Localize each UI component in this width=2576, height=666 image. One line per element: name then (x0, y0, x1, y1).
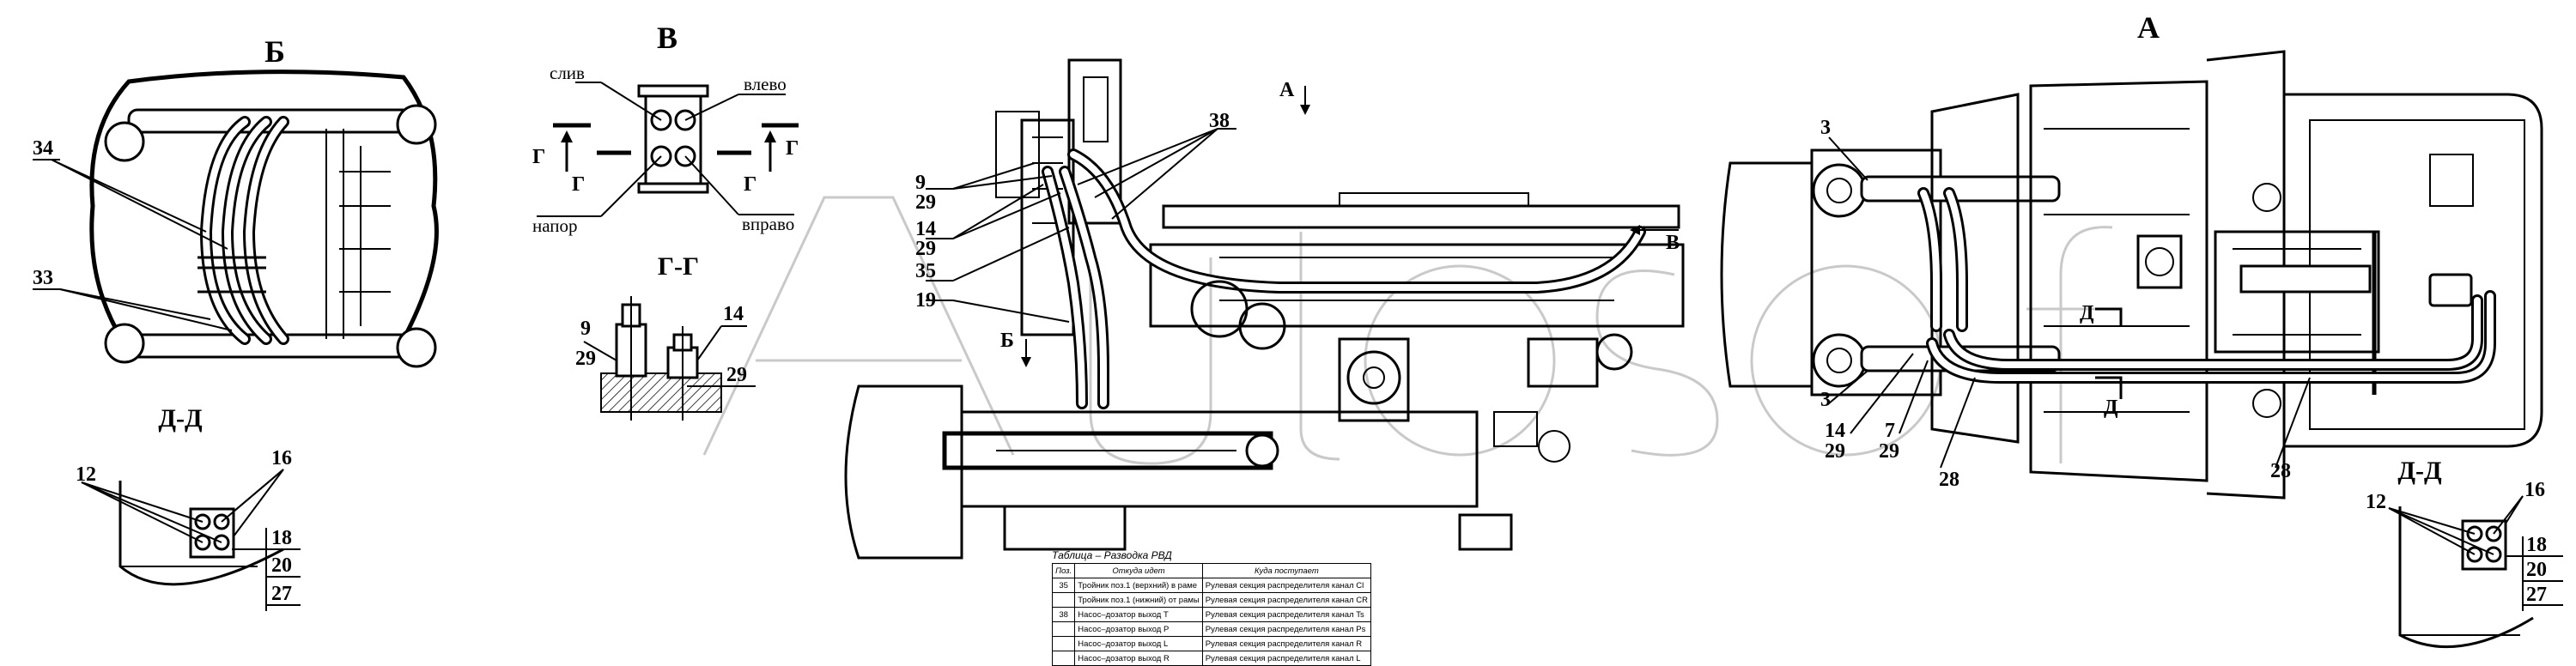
cell-from: Тройник поз.1 (верхний) в раме (1074, 578, 1203, 593)
view-title-v: В (657, 21, 677, 55)
callout-18-right: 18 (2526, 534, 2547, 556)
callout-29-a-1: 29 (1825, 440, 1845, 463)
callout-18-left: 18 (271, 527, 292, 549)
marker-d-bottom: Д (2104, 397, 2118, 419)
table-caption: Таблица – Разводка РВД (1052, 549, 1172, 561)
arrow-a (1300, 86, 1310, 115)
section-mark-g-4: Г (786, 137, 799, 160)
col-header-from: Откуда идет (1074, 563, 1203, 578)
cell-from: Насос–дозатор выход L (1074, 636, 1203, 651)
cell-pos: 35 (1051, 578, 1076, 593)
cell-pos (1051, 592, 1076, 608)
callout-28-a-1: 28 (1939, 469, 1959, 491)
callout-35: 35 (915, 260, 936, 282)
cell-to: Рулевая секция распределителя канал L (1201, 651, 1372, 666)
callout-12-left: 12 (76, 463, 96, 486)
callout-7-a: 7 (1885, 420, 1895, 442)
cell-to: Рулевая секция распределителя канал R (1201, 636, 1372, 651)
table-row: Насос–дозатор выход L Рулевая секция рас… (1051, 636, 1372, 651)
cell-from: Насос–дозатор выход P (1074, 621, 1203, 637)
arrow-v (1630, 225, 1679, 235)
callout-9-center: 9 (915, 172, 926, 194)
callouts-center (926, 128, 1236, 323)
section-dd-right (2388, 495, 2563, 649)
valve-block-v (537, 82, 799, 217)
callout-33-b: 33 (33, 267, 53, 289)
label-pressure: напор (532, 215, 578, 236)
marker-a-arrow: А (1279, 79, 1295, 101)
table-header-row: Поз. Откуда идет Куда поступает (1051, 563, 1372, 578)
cell-from: Насос–дозатор выход T (1074, 607, 1203, 622)
cell-to: Рулевая секция распределителя канал Ps (1201, 621, 1372, 637)
routing-table: Поз. Откуда идет Куда поступает 35 Тройн… (1051, 563, 1372, 666)
callout-29-gg-a: 29 (575, 348, 596, 370)
marker-d-top: Д (2080, 302, 2094, 324)
callouts-view-b (33, 159, 233, 331)
label-drain: слив (550, 63, 585, 83)
table-row: Насос–дозатор выход R Рулевая секция рас… (1051, 651, 1372, 666)
label-left-turn: влево (744, 74, 787, 94)
main-side-view (844, 58, 1685, 560)
cell-from: Тройник поз.1 (нижний) от рамы (1074, 592, 1203, 608)
callouts-view-a (1828, 136, 2311, 469)
col-header-to: Куда поступает (1201, 563, 1372, 578)
view-title-a: А (2137, 10, 2160, 45)
cell-to: Рулевая секция распределителя канал Ts (1201, 607, 1372, 622)
table-row: Насос–дозатор выход P Рулевая секция рас… (1051, 621, 1372, 637)
callout-19: 19 (915, 289, 936, 312)
callout-14-center: 14 (915, 218, 936, 240)
callout-14-gg: 14 (723, 303, 744, 325)
table-row: 38 Насос–дозатор выход T Рулевая секция … (1051, 607, 1372, 622)
table-row: 35 Тройник поз.1 (верхний) в раме Рулева… (1051, 578, 1372, 593)
section-dd-left (81, 469, 301, 611)
hose-routing-table: Таблица – Разводка РВД Поз. Откуда идет … (1051, 549, 1372, 666)
section-mark-g-1: Г (532, 146, 545, 168)
view-title-gg: Г-Г (658, 252, 699, 281)
view-title-dd-left: Д-Д (158, 404, 203, 433)
callout-38: 38 (1209, 110, 1230, 132)
callout-12-right: 12 (2366, 491, 2386, 513)
marker-b-arrow: Б (1000, 330, 1014, 352)
label-right-turn: вправо (742, 214, 794, 234)
cell-from: Насос–дозатор выход R (1074, 651, 1203, 666)
cell-to: Рулевая секция распределителя канал CR (1201, 592, 1372, 608)
callout-16-left: 16 (271, 447, 292, 469)
callout-28-a-2: 28 (2270, 460, 2291, 482)
callout-3-bottom: 3 (1820, 389, 1831, 411)
section-mark-g-3: Г (744, 173, 756, 196)
table-row: Тройник поз.1 (нижний) от рамы Рулевая с… (1051, 592, 1372, 608)
view-title-dd-right: Д-Д (2397, 457, 2442, 485)
section-gg (583, 296, 756, 421)
callout-20-left: 20 (271, 554, 292, 577)
col-header-pos: Поз. (1051, 563, 1076, 578)
cell-pos (1051, 636, 1076, 651)
view-title-b: Б (264, 34, 285, 69)
callout-14-a: 14 (1825, 420, 1845, 442)
callout-16-right: 16 (2524, 479, 2545, 501)
cell-pos (1051, 651, 1076, 666)
marker-v-arrow: В (1666, 232, 1680, 254)
callout-3-top: 3 (1820, 117, 1831, 139)
callout-34: 34 (33, 137, 53, 160)
callout-20-right: 20 (2526, 559, 2547, 581)
view-a-drawing (1720, 50, 2543, 499)
view-b-drawing (89, 70, 439, 368)
cell-to: Рулевая секция распределителя канал Cl (1201, 578, 1372, 593)
callout-29-center-a: 29 (915, 191, 936, 214)
arrow-b (1021, 339, 1031, 367)
callout-29-center-b: 29 (915, 238, 936, 260)
callout-29-a-2: 29 (1879, 440, 1899, 463)
section-mark-g-2: Г (572, 173, 585, 196)
callout-27-right: 27 (2526, 584, 2547, 606)
cell-pos (1051, 621, 1076, 637)
callout-29-gg-b: 29 (726, 364, 747, 386)
callout-9-gg: 9 (580, 318, 591, 340)
callout-27-left: 27 (271, 583, 292, 605)
cell-pos: 38 (1051, 607, 1076, 622)
